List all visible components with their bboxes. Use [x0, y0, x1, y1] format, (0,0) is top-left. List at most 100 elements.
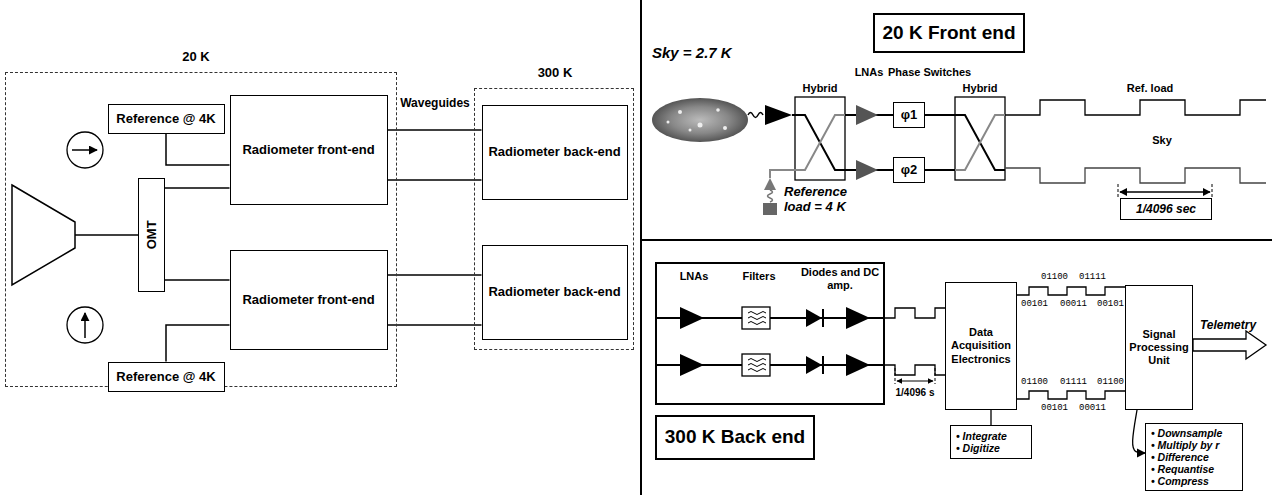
block-box: OMT — [138, 178, 165, 292]
block-box: φ1 — [893, 102, 925, 128]
node-text: 300 K — [515, 65, 595, 81]
dc-amp-symbol — [846, 307, 870, 329]
filter-symbol — [742, 354, 770, 376]
waveguide-line — [166, 325, 230, 362]
node-text: Signal Processing Unit — [1129, 328, 1189, 368]
sky-blob — [652, 98, 748, 142]
block-box: Radiometer back-end — [482, 245, 628, 340]
bit-string: 01100 — [1040, 272, 1069, 282]
wire — [925, 169, 955, 171]
temperature-region: 300 KRadiometer back-endRadiometer back-… — [474, 88, 634, 350]
node-text: • Difference — [1151, 451, 1209, 463]
block-box: Reference @ 4K — [108, 362, 225, 392]
hybrid-coupler — [955, 97, 1005, 180]
annotation-label: Hybrid — [803, 82, 838, 95]
annotation-label: Telemetry — [1200, 318, 1256, 332]
sky-trace — [1005, 168, 1266, 183]
node-text: φ1 — [901, 107, 918, 123]
annotation-label: Hybrid — [963, 82, 998, 95]
waveguide-line — [165, 187, 230, 189]
node-text: Diodes and DC amp. — [797, 266, 883, 292]
period-tick — [1212, 184, 1213, 197]
node-text: Filters — [735, 270, 783, 283]
filter-symbol — [742, 307, 770, 329]
node-text: φ2 — [901, 162, 918, 178]
operations-box: • Integrate• Digitize — [950, 425, 1032, 459]
hybrid-path — [795, 115, 845, 170]
sky-speckle — [667, 108, 728, 131]
block-box: φ2 — [893, 157, 925, 183]
bit-string: 00101 — [1040, 403, 1069, 413]
panel-divider — [640, 0, 642, 495]
bit-string: 00101 — [1096, 299, 1125, 309]
node-text: Radiometer front-end — [242, 292, 374, 308]
panel-divider — [641, 239, 1272, 241]
lna-symbol — [856, 105, 878, 125]
block-box: Signal Processing Unit — [1125, 285, 1193, 410]
feed-horn — [12, 185, 75, 285]
node-text: • Digitize — [956, 442, 1000, 454]
reference-load — [763, 203, 777, 215]
bit-string: 01100 — [1020, 377, 1049, 387]
wavy-line — [768, 190, 773, 202]
annotation-label: Ref. load — [1127, 82, 1173, 95]
signal-trace — [1017, 287, 1125, 295]
node-text: Radiometer front-end — [242, 142, 374, 158]
node-text: Data Acquisition Electronics — [949, 326, 1013, 366]
wavy-line — [748, 113, 763, 118]
node-text: 20 K Front end — [882, 22, 1015, 45]
node-text: OMT — [143, 220, 159, 249]
hybrid-path — [795, 115, 845, 170]
polarization-arrow — [84, 313, 86, 338]
lna-symbol — [680, 307, 704, 329]
node-text: • Multiply by r — [1151, 439, 1219, 451]
node-text: Reference @ 4K — [116, 111, 215, 127]
bit-string: 00011 — [1078, 403, 1107, 413]
annotation-label: Sky = 2.7 K — [652, 44, 732, 61]
polarization-circle — [67, 132, 103, 168]
annotation-label: Waveguides — [400, 96, 470, 110]
antenna — [765, 105, 792, 125]
dc-amp-symbol — [846, 354, 870, 376]
block-box: Radiometer front-end — [230, 250, 388, 350]
waveguide-line — [165, 279, 230, 281]
block-box: Data Acquisition Electronics — [945, 282, 1017, 410]
node-text: • Downsample — [1151, 427, 1222, 439]
diode-bar — [822, 356, 824, 374]
waveguide-line — [388, 324, 482, 326]
diode-symbol — [806, 356, 822, 374]
lna-symbol — [856, 160, 878, 180]
section-title-box: 20 K Front end — [873, 13, 1025, 53]
node-text: • Compress — [1151, 475, 1209, 487]
ref-load-trace — [1005, 100, 1266, 115]
period-arrow — [1120, 191, 1210, 192]
node-text: Reference @ 4K — [116, 369, 215, 385]
hybrid-path — [955, 115, 1005, 170]
annotation-label: 1/4096 s — [896, 387, 935, 398]
signal-trace — [1017, 391, 1125, 399]
waveguide-line — [388, 129, 482, 131]
node-text: 20 K — [156, 49, 236, 65]
node-text: LNAs — [673, 270, 715, 283]
connector-line — [1133, 410, 1145, 453]
period-tick — [1118, 184, 1119, 197]
temperature-region: 20 KReference @ 4KRadiometer front-endOM… — [5, 72, 397, 387]
node-text: Radiometer back-end — [488, 144, 620, 160]
filter-mark — [748, 359, 766, 372]
block-box: Reference @ 4K — [108, 104, 225, 134]
hybrid-path — [955, 115, 1005, 170]
connector-line — [990, 410, 991, 425]
signal-trace — [885, 365, 945, 375]
waveguide-line — [388, 274, 482, 276]
node-text: 300 K Back end — [665, 426, 805, 449]
waveguide-line — [388, 179, 482, 181]
node-text: • Requantise — [1151, 463, 1214, 475]
section-title-box: 300 K Back end — [655, 415, 815, 460]
hybrid-coupler — [795, 97, 845, 180]
block-box: LNAs Filters Diodes and DC amp. — [655, 262, 885, 405]
block-box: Radiometer front-end — [230, 95, 388, 205]
reference-horn — [764, 178, 776, 190]
operations-box: • Downsample• Multiply by r• Difference•… — [1145, 423, 1243, 491]
